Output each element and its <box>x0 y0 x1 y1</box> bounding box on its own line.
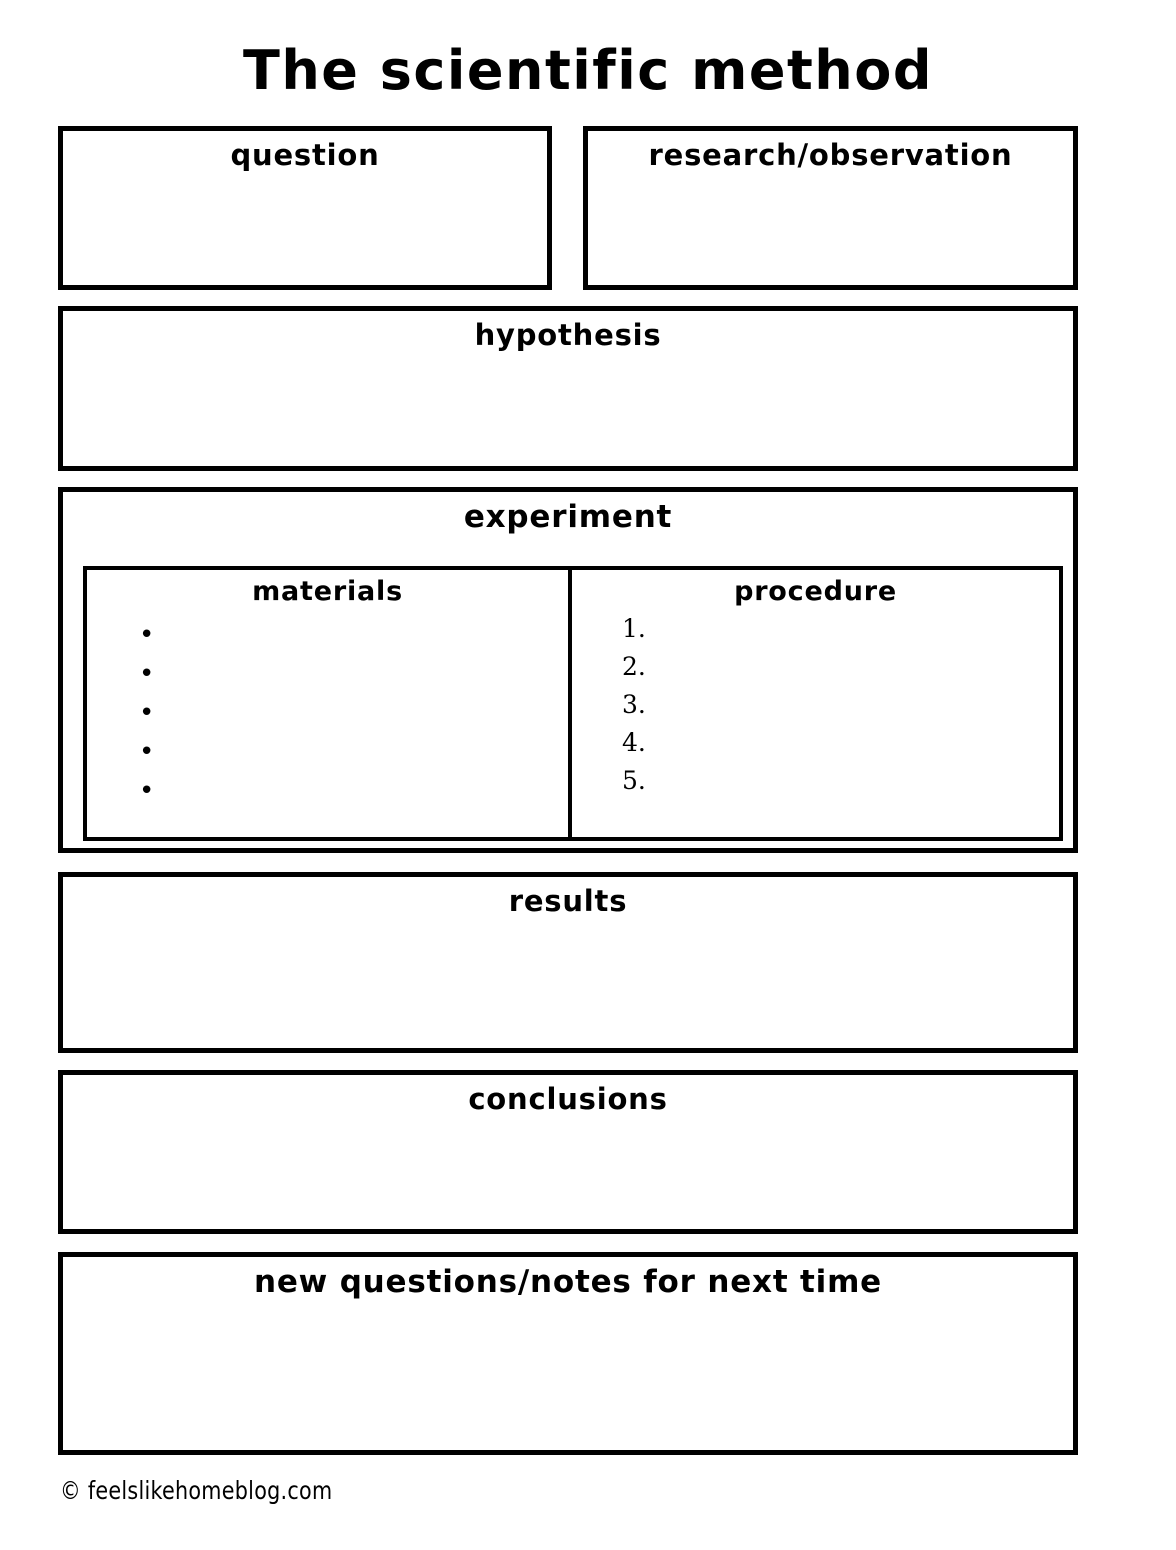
procedure-numbered-item[interactable]: 2. <box>622 652 646 681</box>
section-conclusions[interactable]: conclusions <box>58 1070 1078 1234</box>
procedure-numbered-item[interactable]: 3. <box>622 690 646 719</box>
subsection-materials[interactable]: materials <box>87 570 573 837</box>
experiment-inner-panel: materials procedure 1. 2. 3. 4. 5. <box>83 566 1063 841</box>
section-results-heading: results <box>508 884 628 918</box>
section-new-questions-heading: new questions/notes for next time <box>253 1264 883 1300</box>
page-title: The scientific method <box>243 39 933 102</box>
procedure-numbered-item[interactable]: 1. <box>622 614 646 643</box>
section-research-observation[interactable]: research/observation <box>583 126 1078 290</box>
copyright-footer: © feelslikehomeblog.com <box>60 1476 333 1505</box>
procedure-numbered-item[interactable]: 5. <box>622 766 646 795</box>
subsection-procedure[interactable]: procedure 1. 2. 3. 4. 5. <box>572 570 1059 837</box>
section-results[interactable]: results <box>58 872 1078 1053</box>
section-experiment[interactable]: experiment materials procedure 1. 2. 3. 4. 5… <box>58 487 1078 853</box>
subsection-materials-heading: materials <box>252 576 403 607</box>
section-question[interactable]: question <box>58 126 552 290</box>
procedure-numbered-list: 1. 2. 3. 4. 5. <box>622 610 646 800</box>
section-research-observation-heading: research/observation <box>648 138 1013 172</box>
section-experiment-heading: experiment <box>463 499 673 535</box>
section-hypothesis-heading: hypothesis <box>474 318 662 352</box>
section-question-heading: question <box>230 138 380 172</box>
section-new-questions[interactable]: new questions/notes for next time <box>58 1252 1078 1455</box>
section-hypothesis[interactable]: hypothesis <box>58 306 1078 471</box>
subsection-procedure-heading: procedure <box>734 576 897 607</box>
procedure-numbered-item[interactable]: 4. <box>622 728 646 757</box>
section-conclusions-heading: conclusions <box>468 1082 668 1116</box>
